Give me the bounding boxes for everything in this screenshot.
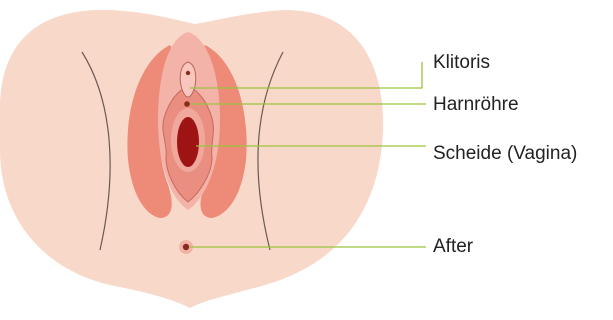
after-dot <box>183 244 189 250</box>
harnroehre-dot <box>184 101 190 107</box>
label-klitoris: Klitoris <box>433 52 490 74</box>
label-scheide: Scheide (Vagina) <box>433 143 577 165</box>
label-after: After <box>433 236 473 258</box>
vaginal-opening <box>177 117 199 167</box>
klitoris-dot <box>186 71 190 75</box>
label-harnroehre: Harnröhre <box>433 94 519 116</box>
clitoral-hood <box>180 62 195 97</box>
